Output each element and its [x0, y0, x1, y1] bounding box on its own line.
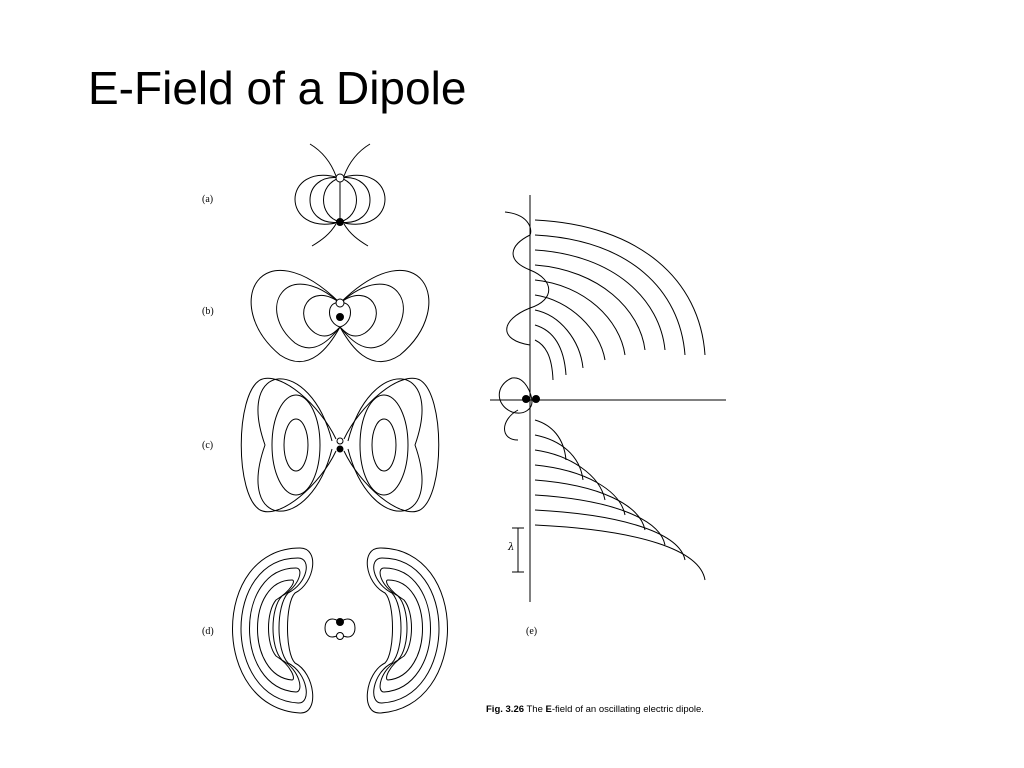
field-lines-drawing [232, 143, 726, 714]
caption-bold-e: E [545, 704, 552, 715]
panel-label-d: (d) [202, 626, 214, 637]
caption-text-after: -field of an oscillating electric dipole… [551, 704, 704, 715]
panel-d-field-lines [232, 547, 448, 714]
panel-b-field-lines [250, 269, 430, 362]
panel-e-field-lines [490, 195, 726, 602]
panel-label-a: (a) [202, 194, 214, 205]
slide-title: E-Field of a Dipole [88, 62, 467, 114]
wavelength-label: λ [508, 542, 515, 553]
panel-label-e: (e) [526, 626, 538, 637]
dipole-field-figure: (a) (b) (c) (d) (e) λ Fig. 3.26 The E-fi… [160, 140, 760, 730]
panel-a-field-lines [294, 143, 386, 247]
caption-text-before: The [526, 704, 546, 715]
panel-label-c: (c) [202, 440, 214, 451]
caption-fig-number: Fig. 3.26 [486, 704, 525, 715]
panel-label-b: (b) [202, 306, 214, 317]
figure-caption: Fig. 3.26 The E-field of an oscillating … [486, 704, 704, 715]
panel-c-field-lines [240, 377, 440, 513]
